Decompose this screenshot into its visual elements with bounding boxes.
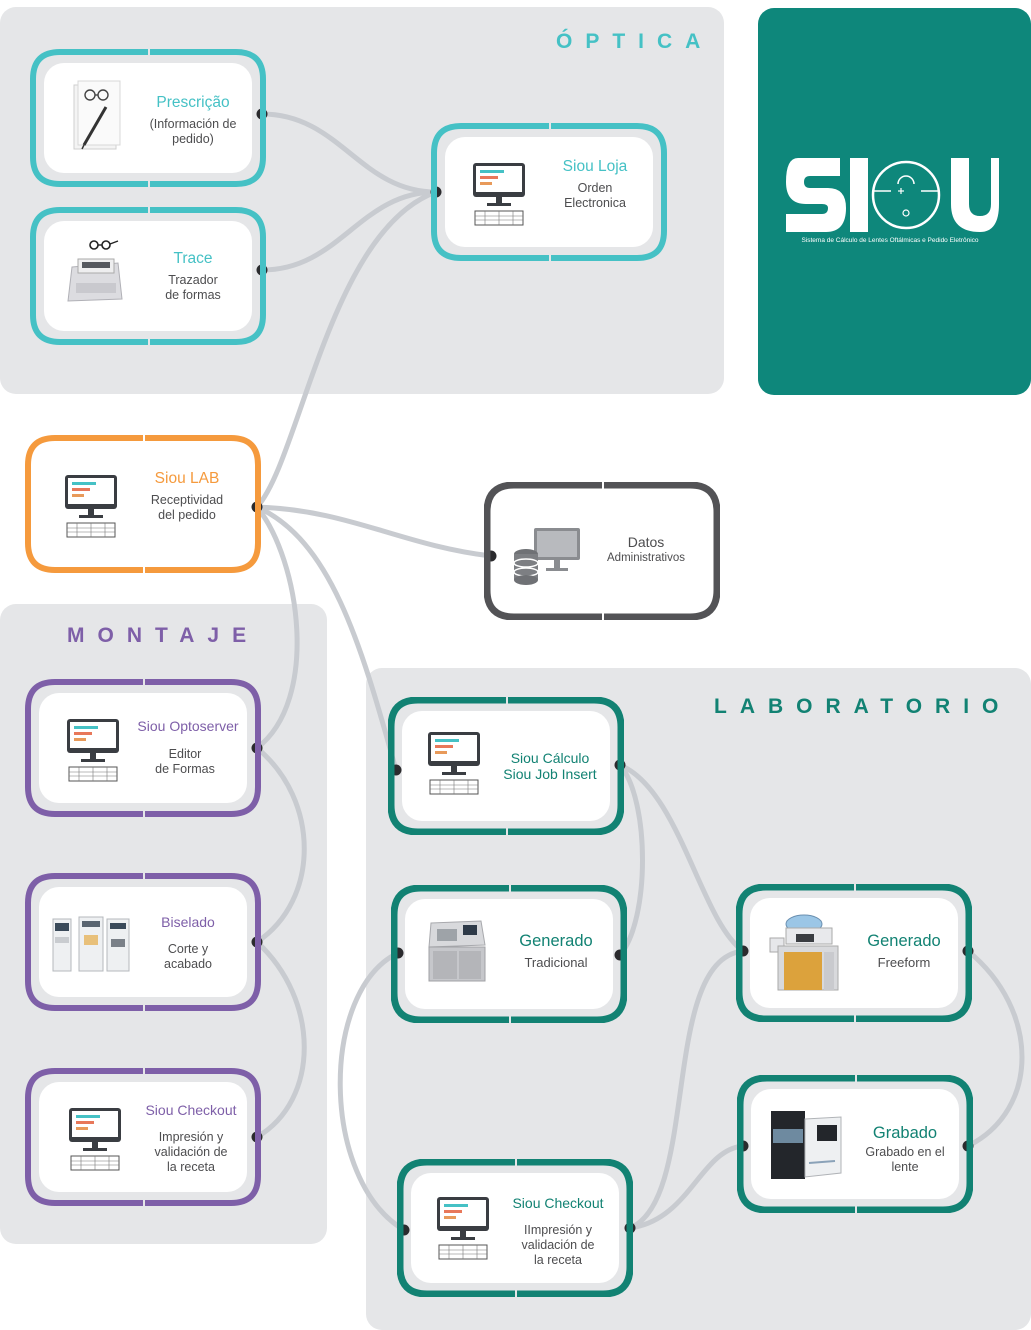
trace-subtitle: Trazador de formas <box>165 273 221 302</box>
generado-tradicional-title: Generado <box>519 932 593 950</box>
computer-icon <box>65 717 121 788</box>
siou-loja-subtitle: Orden Electronica <box>564 181 626 210</box>
node-siou-loja[interactable]: Siou Loja Orden Electronica <box>431 123 667 261</box>
freeform-machine-icon <box>768 912 844 999</box>
siou-calculo-title: Siou Cálculo Siou Job Insert <box>503 750 597 782</box>
prescricao-subtitle: (Información de pedido) <box>149 117 237 146</box>
generado-freeform-title: Generado <box>867 932 941 950</box>
engraver-machine-icon <box>769 1107 845 1186</box>
wire-optoserver-biselado <box>254 745 307 945</box>
computer-icon <box>471 161 527 232</box>
wire-freeform-grabado <box>965 948 1025 1149</box>
siou-optoserver-title: Siou Optoserver <box>137 718 239 734</box>
siou-checkout-lab-subtitle: IImpresión y validación de la receta <box>521 1223 595 1267</box>
siou-optoserver-subtitle: Editor de Formas <box>155 747 215 776</box>
wire-checkout-grabado <box>627 1143 746 1231</box>
biselado-subtitle: Corte y acabado <box>164 942 212 971</box>
grabado-title: Grabado <box>872 1124 938 1142</box>
grabado-subtitle: Grabado en el lente <box>865 1145 945 1174</box>
wire-trace-loja <box>259 189 439 273</box>
node-siou-lab[interactable]: Siou LAB Receptividad del pedido <box>25 435 261 573</box>
siou-tagline: Sistema de Cálculo de Lentes Oftálmicas … <box>801 237 979 244</box>
wire-lab-calculo <box>254 504 399 773</box>
biselado-title: Biselado <box>161 914 215 930</box>
siou-checkout-montaje-title: Siou Checkout <box>145 1102 237 1118</box>
node-generado-tradicional[interactable]: Generado Tradicional <box>391 885 627 1023</box>
node-siou-calculo[interactable]: Siou Cálculo Siou Job Insert <box>388 697 624 835</box>
generator-machine-icon <box>425 915 489 990</box>
wire-prescricao-loja <box>259 111 439 195</box>
node-siou-checkout-lab[interactable]: Siou Checkout IImpresión y validación de… <box>397 1159 633 1297</box>
computer-icon <box>435 1195 491 1266</box>
prescricao-title: Prescrição <box>156 94 230 111</box>
wire-lab-datos <box>254 504 494 559</box>
siou-checkout-lab-title: Siou Checkout <box>512 1195 604 1211</box>
generado-tradicional-subtitle: Tradicional <box>524 955 588 970</box>
prescription-glasses-pen-icon <box>70 79 122 158</box>
laboratorio-title: LABORATORIO <box>714 695 1012 718</box>
siou-lab-title: Siou LAB <box>154 470 220 487</box>
node-siou-optoserver[interactable]: Siou Optoserver Editor de Formas <box>25 679 261 817</box>
wire-biselado-checkout <box>254 939 307 1140</box>
computer-icon <box>426 730 482 801</box>
node-grabado[interactable]: Grabado Grabado en el lente <box>737 1075 973 1213</box>
edger-machine-icon <box>51 915 131 978</box>
node-biselado[interactable]: Biselado Corte y acabado <box>25 873 261 1011</box>
datos-title: Datos <box>627 534 665 550</box>
wire-calculo-tradicional <box>617 762 645 958</box>
node-siou-checkout-montaje[interactable]: Siou Checkout Impresión y validación de … <box>25 1068 261 1206</box>
node-trace[interactable]: Trace Trazador de formas <box>30 207 266 345</box>
wire-lab-optoserver <box>254 504 300 751</box>
tracer-machine-icon <box>64 237 128 310</box>
siou-loja-title: Siou Loja <box>562 158 628 175</box>
node-datos[interactable]: Datos Administrativos <box>484 482 720 620</box>
wire-checkout-freeform <box>627 948 746 1231</box>
database-computer-icon <box>512 526 584 591</box>
wire-tradicional-checkout <box>337 950 407 1233</box>
siou-checkout-montaje-subtitle: Impresión y validación de la receta <box>154 1130 228 1174</box>
siou-wordmark <box>786 158 999 232</box>
node-prescricao[interactable]: Prescrição (Información de pedido) <box>30 49 266 187</box>
wire-loja-lab <box>254 189 439 510</box>
datos-subtitle: Administrativos <box>607 552 685 564</box>
trace-title: Trace <box>173 250 213 267</box>
optica-title: ÓPTICA <box>556 30 714 53</box>
computer-icon <box>67 1106 123 1177</box>
siou-logo <box>758 8 1031 395</box>
siou-lab-subtitle: Receptividad del pedido <box>150 493 224 522</box>
montaje-title: MONTAJE <box>67 624 260 647</box>
generado-freeform-subtitle: Freeform <box>877 955 931 970</box>
wire-calculo-freeform <box>617 762 746 954</box>
computer-icon <box>63 473 119 544</box>
node-generado-freeform[interactable]: Generado Freeform <box>736 884 972 1022</box>
